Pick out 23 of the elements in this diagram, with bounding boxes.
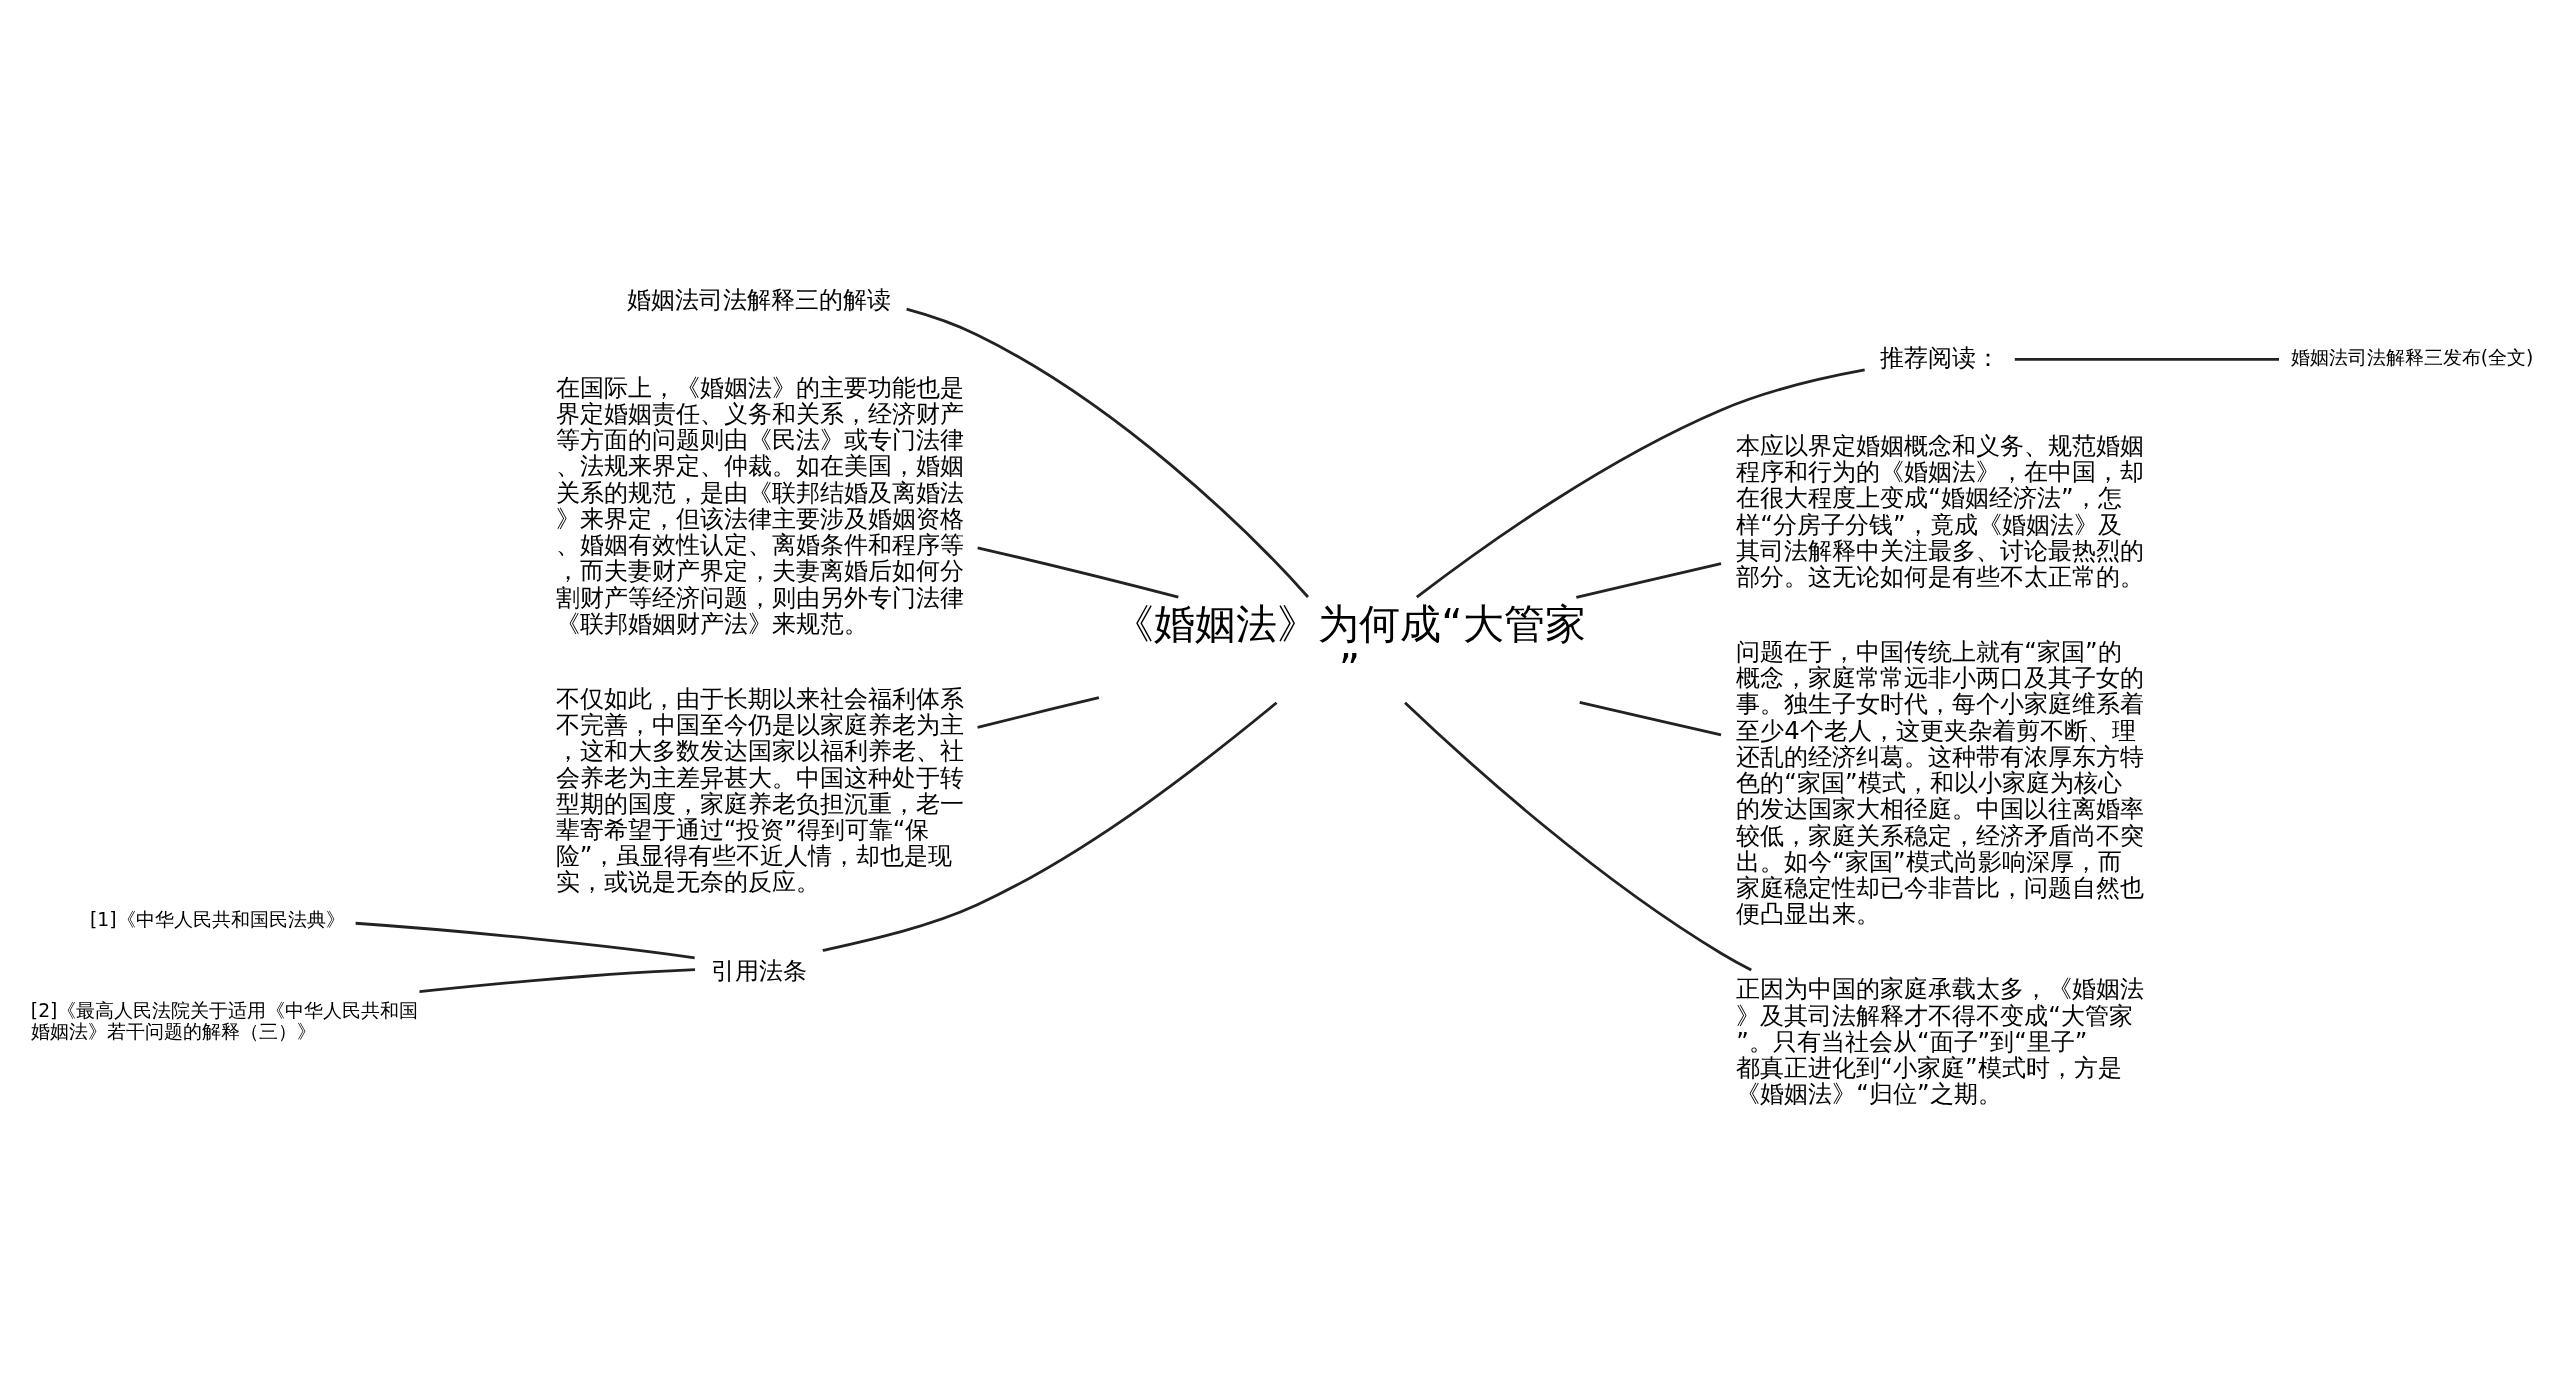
connector: [822, 701, 1278, 952]
node-text: 推荐阅读：: [1879, 342, 2000, 372]
connector: [1576, 561, 1722, 599]
connector: [1415, 368, 1865, 598]
node-text: 婚姻法司法解释三发布(全文): [2290, 346, 2534, 368]
connector: [977, 695, 1100, 729]
connector: [419, 967, 696, 993]
node-text: 不仅如此，由于长期以来社会福利体系不完善，中国至今仍是以家庭养老为主，这和大多数发达国家以福利养老、社会养老为主差异甚大。中国这种处于转型期的国度，家庭养老负担沉重，老一辈寄希望于通过“投资”得到可靠“保险”，虽显得有些不近人情，却也是现实，或说是无奈的反应。: [555, 683, 964, 896]
node-text: 《婚姻法》为何成“大管家”: [1113, 599, 1586, 693]
node-text: 婚姻法司法解释三的解读: [626, 284, 891, 314]
node-text: 引用法条: [710, 955, 807, 985]
connector: [355, 921, 695, 959]
node-text: [1]《中华人民共和国民法典》: [90, 908, 345, 930]
node-text: [2]《最高人民法院关于适用《中华人民共和国婚姻法》若干问题的解释（三）》: [30, 999, 419, 1042]
connector: [1404, 701, 1752, 971]
connector: [1579, 700, 1722, 736]
node-text: 正因为中国的家庭承载太多，《婚姻法》及其司法解释才不得不变成“大管家”。只有当社会从“面子”到“里子”都真正进化到“小家庭”模式时，方是《婚姻法》“归位”之期。: [1736, 973, 2145, 1108]
connector: [977, 545, 1179, 599]
connector: [906, 307, 1309, 598]
node-text: 问题在于，中国传统上就有“家国”的概念，家庭常常远非小两口及其子女的事。独生子女时代，每个小家庭维系着至少4个老人，这更夹杂着剪不断、理还乱的经济纠葛。这种带有浓厚东方特色的“家国”模式，和以小家庭为核心的发达国家大相径庭。中国以往离婚率较低，家庭关系稳定，经济矛盾尚不突出。如今“家国”模式尚影响深厚，而家庭稳定性却已今非昔比，问题自然也便凸显出来。: [1736, 636, 2145, 928]
node-text: 本应以界定婚姻概念和义务、规范婚姻程序和行为的《婚姻法》，在中国，却在很大程度上变成“婚姻经济法”，怎样“分房子分钱”，竟成《婚姻法》及其司法解释中关注最多、讨论最热烈的部分。这无论如何是有些不太正常的。: [1736, 430, 2145, 591]
node-text: 在国际上，《婚姻法》的主要功能也是界定婚姻责任、义务和关系，经济财产等方面的问题则由《民法》或专门法律、法规来界定、仲裁。如在美国，婚姻关系的规范，是由《联邦结婚及离婚法》来界定，但该法律主要涉及婚姻资格、婚姻有效性认定、离婚条件和程序等，而夫妻财产界定，夫妻离婚后如何分割财产等经济问题，则由另外专门法律《联邦婚姻财产法》来规范。: [555, 372, 964, 638]
connector: [2014, 357, 2279, 361]
